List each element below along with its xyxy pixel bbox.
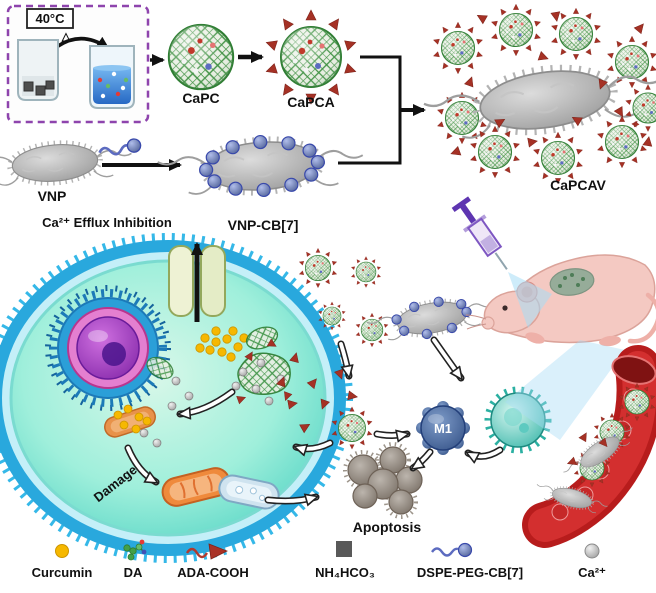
beaker-powder [17,39,59,101]
curcumin-icon [55,544,69,558]
da-icon [123,539,147,561]
legend-label-curcumin: Curcumin [32,565,93,580]
capcav-cluster [422,4,656,184]
vnp-label: VNP [38,188,67,204]
capca-particle [265,10,357,104]
m1-label: M1 [434,421,452,436]
macrophage-teal [484,386,552,454]
vnp-cb7-bacterium [156,129,365,204]
capcav-label: CaPCAV [550,177,606,193]
nucleus-complex [45,285,171,411]
heat-symbol: △ [61,31,71,43]
mitochondrion-orange [161,467,231,507]
vessel-lumen [611,355,656,385]
damaged-organelle-dots [113,404,152,434]
capc-sphere [167,23,235,91]
mouse-eye [502,305,508,311]
beaker-solution [89,45,135,109]
mitochondrion-blue [218,474,280,510]
injection-beam [508,272,552,328]
heating-box: 40°C △ [6,4,150,124]
vnp-cb7-label: VNP-CB[7] [228,217,299,233]
blood-vessel [522,345,656,548]
capca-label: CaPCA [287,94,334,110]
legend-label-ada-cooh: ADA-COOH [177,565,249,580]
mouse [465,254,656,347]
mouse-tumor [549,268,595,296]
apoptosis-label: Apoptosis [353,519,422,535]
curcumin-cluster [195,326,249,362]
mouse-snout [481,316,495,330]
apoptosis-cluster [343,442,423,519]
legend: Curcumin DA ADA-COOH NH₄HCO₃ DSPE-PEG-CB… [32,539,606,580]
ada-cooh-icon [185,543,228,560]
dspe-peg-cb7-icon [431,542,473,558]
free-vnp-cb7 [363,288,500,348]
ca2-icon [584,543,600,559]
capc-label: CaPC [182,90,219,106]
nh4hco3-icon [336,541,352,557]
process-arrows [124,336,504,501]
syringe [451,196,508,270]
ca-ion-spheres [139,358,286,448]
legend-label-ca2: Ca²⁺ [578,565,606,580]
efflux-label: Ca²⁺ Efflux Inhibition [42,215,172,230]
m1-macrophage: M1 [416,401,470,455]
legend-label-da: DA [124,565,143,580]
ion-channel [168,245,226,317]
vessel-beam [505,340,625,440]
legend-label-dspe-peg-cb7: DSPE-PEG-CB[7] [417,565,523,580]
legend-label-nh4hco3: NH₄HCO₃ [315,565,375,580]
temp-label: 40°C [35,11,65,26]
